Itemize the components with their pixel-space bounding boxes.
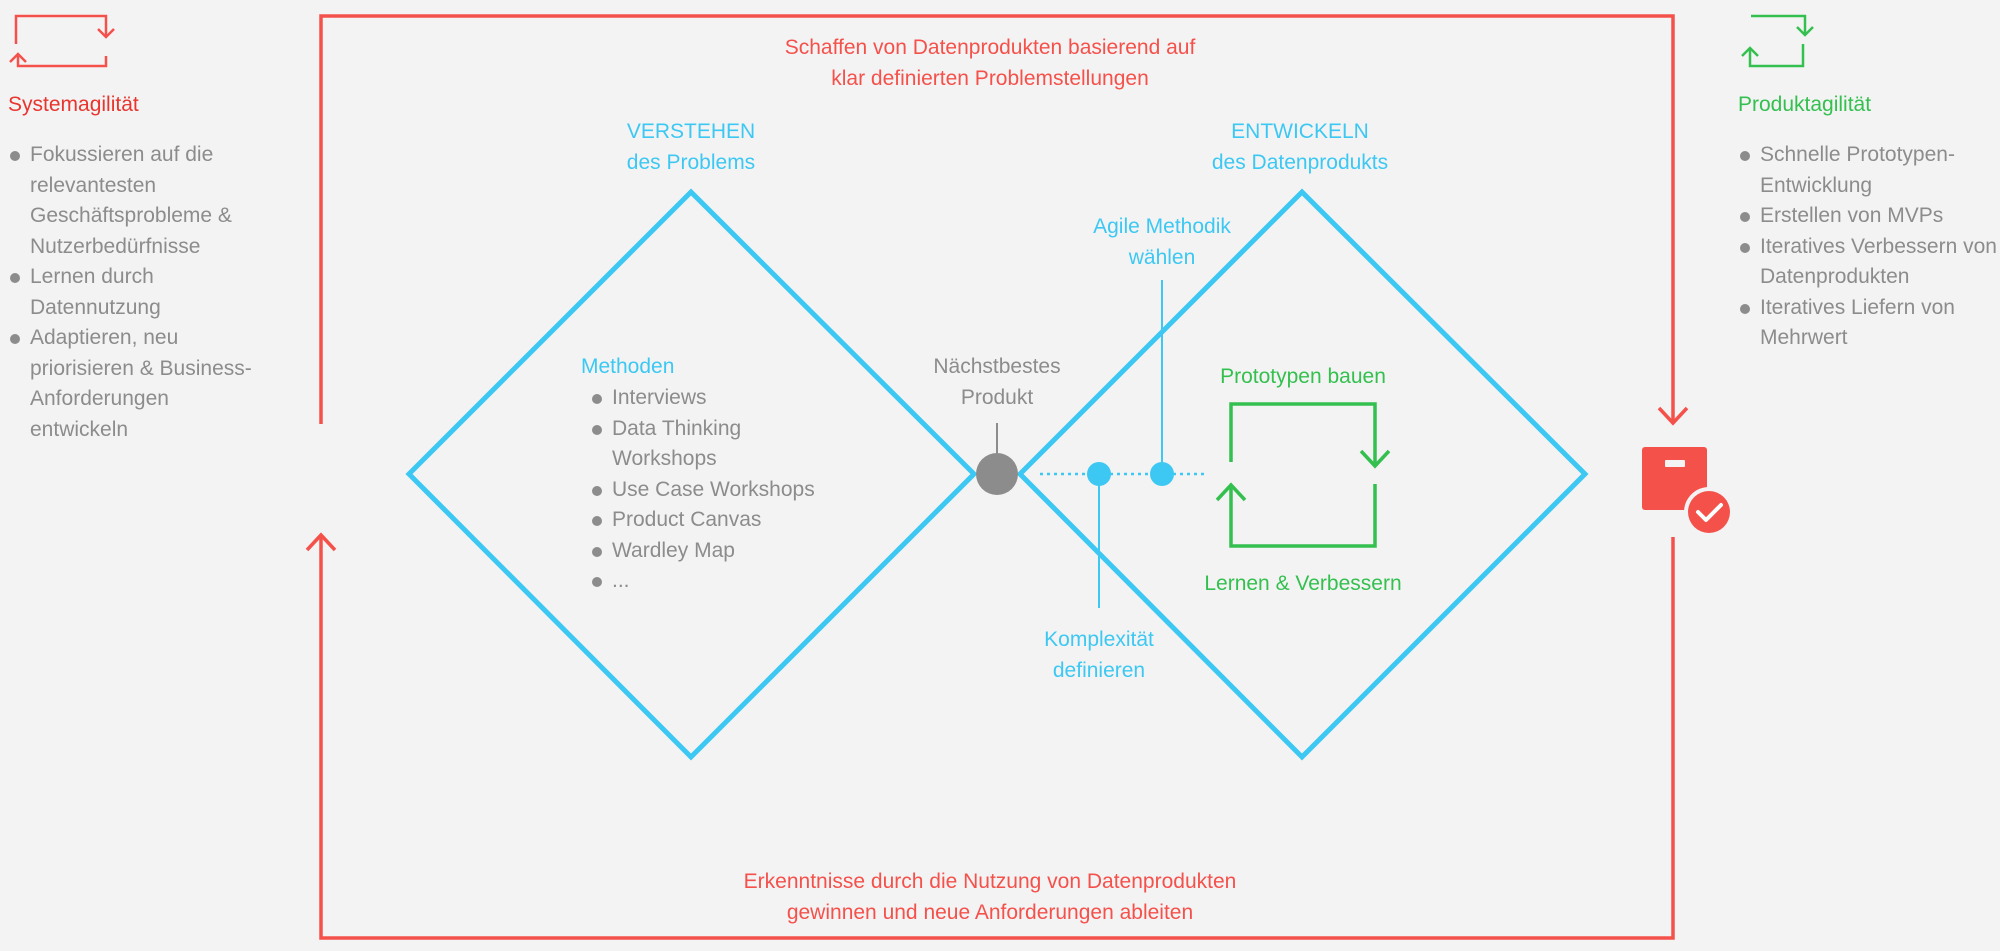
outer-loop-top-label-line1: Schaffen von Datenprodukten basierend au… — [784, 36, 1196, 59]
right-panel-item: Erstellen von MVPs — [1738, 201, 2000, 232]
left-panel-item: Adaptieren, neu priorisieren & Business-… — [8, 323, 263, 445]
next-best-product-line2: Produkt — [960, 385, 1034, 409]
outer-loop-top-arrowhead — [1657, 406, 1689, 426]
methods-title: Methoden — [581, 355, 675, 378]
method-item: Use Case Workshops — [590, 475, 860, 506]
develop-title: ENTWICKELN des Datenprodukts — [1150, 117, 1450, 178]
complexity-line2: definieren — [1052, 658, 1146, 682]
prototype-loop — [1215, 402, 1391, 548]
data-product-box-check-icon — [1642, 447, 1734, 537]
method-item: Interviews — [590, 383, 860, 414]
method-item: Wardley Map — [590, 536, 860, 567]
agile-method-line1: Agile Methodik — [1093, 215, 1231, 238]
next-best-product-label: Nächstbestes Produkt — [897, 352, 1097, 413]
method-item: Data Thinking Workshops — [590, 414, 860, 475]
outer-loop-top-path — [319, 14, 1675, 424]
diamond-develop — [1016, 188, 1589, 761]
right-panel-item: Schnelle Prototypen-Entwicklung — [1738, 140, 2000, 201]
right-panel-item: Iteratives Verbessern von Datenprodukten — [1738, 232, 2000, 293]
outer-loop-bottom-label-line1: Erkenntnisse durch die Nutzung von Daten… — [743, 870, 1237, 893]
agile-method-label: Agile Methodik wählen — [1042, 212, 1282, 273]
outer-loop-bottom-path — [319, 535, 1675, 940]
outer-loop-bottom-label: Erkenntnisse durch die Nutzung von Daten… — [620, 867, 1360, 928]
next-best-product-node — [976, 453, 1018, 495]
left-panel-item: Fokussieren auf die relevantesten Geschä… — [8, 140, 263, 262]
understand-title-line1: VERSTEHEN — [626, 120, 756, 143]
next-best-product-line1: Nächstbestes — [933, 355, 1061, 378]
right-panel-item: Iteratives Liefern von Mehrwert — [1738, 293, 2000, 354]
outer-loop-top-label: Schaffen von Datenprodukten basierend au… — [660, 33, 1320, 94]
system-agility-loop-icon — [9, 14, 115, 68]
outer-loop-bottom-label-line2: gewinnen und neue Anforderungen ableiten — [786, 900, 1194, 924]
product-agility-loop-icon — [1741, 14, 1814, 68]
agile-method-line2: wählen — [1128, 245, 1196, 269]
understand-title-line2: des Problems — [626, 150, 756, 174]
methods-list: Interviews Data Thinking Workshops Use C… — [590, 383, 860, 597]
outer-loop — [305, 14, 1689, 940]
method-item: Product Canvas — [590, 505, 860, 536]
right-panel-title: Produktagilität — [1738, 93, 1872, 116]
develop-title-line2: des Datenprodukts — [1211, 150, 1389, 174]
center-connectors — [976, 280, 1205, 608]
complexity-label: Komplexität definieren — [999, 625, 1199, 686]
outer-loop-bottom-arrowhead — [305, 532, 337, 552]
left-panel-list: Fokussieren auf die relevantesten Geschä… — [8, 140, 263, 445]
learn-improve-label: Lernen & Verbessern — [1204, 572, 1402, 595]
left-panel-item: Lernen durch Datennutzung — [8, 262, 263, 323]
complexity-node — [1087, 462, 1111, 486]
right-panel-list: Schnelle Prototypen-Entwicklung Erstelle… — [1738, 140, 2000, 354]
complexity-line1: Komplexität — [1044, 628, 1154, 651]
develop-title-line1: ENTWICKELN — [1231, 120, 1369, 143]
method-item: ... — [590, 566, 860, 597]
understand-title: VERSTEHEN des Problems — [541, 117, 841, 178]
prototype-build-label: Prototypen bauen — [1220, 365, 1386, 388]
outer-loop-top-label-line2: klar definierten Problemstellungen — [831, 66, 1149, 90]
diamond-understand — [405, 188, 978, 761]
left-panel-title: Systemagilität — [8, 93, 139, 116]
agile-method-node — [1150, 462, 1174, 486]
